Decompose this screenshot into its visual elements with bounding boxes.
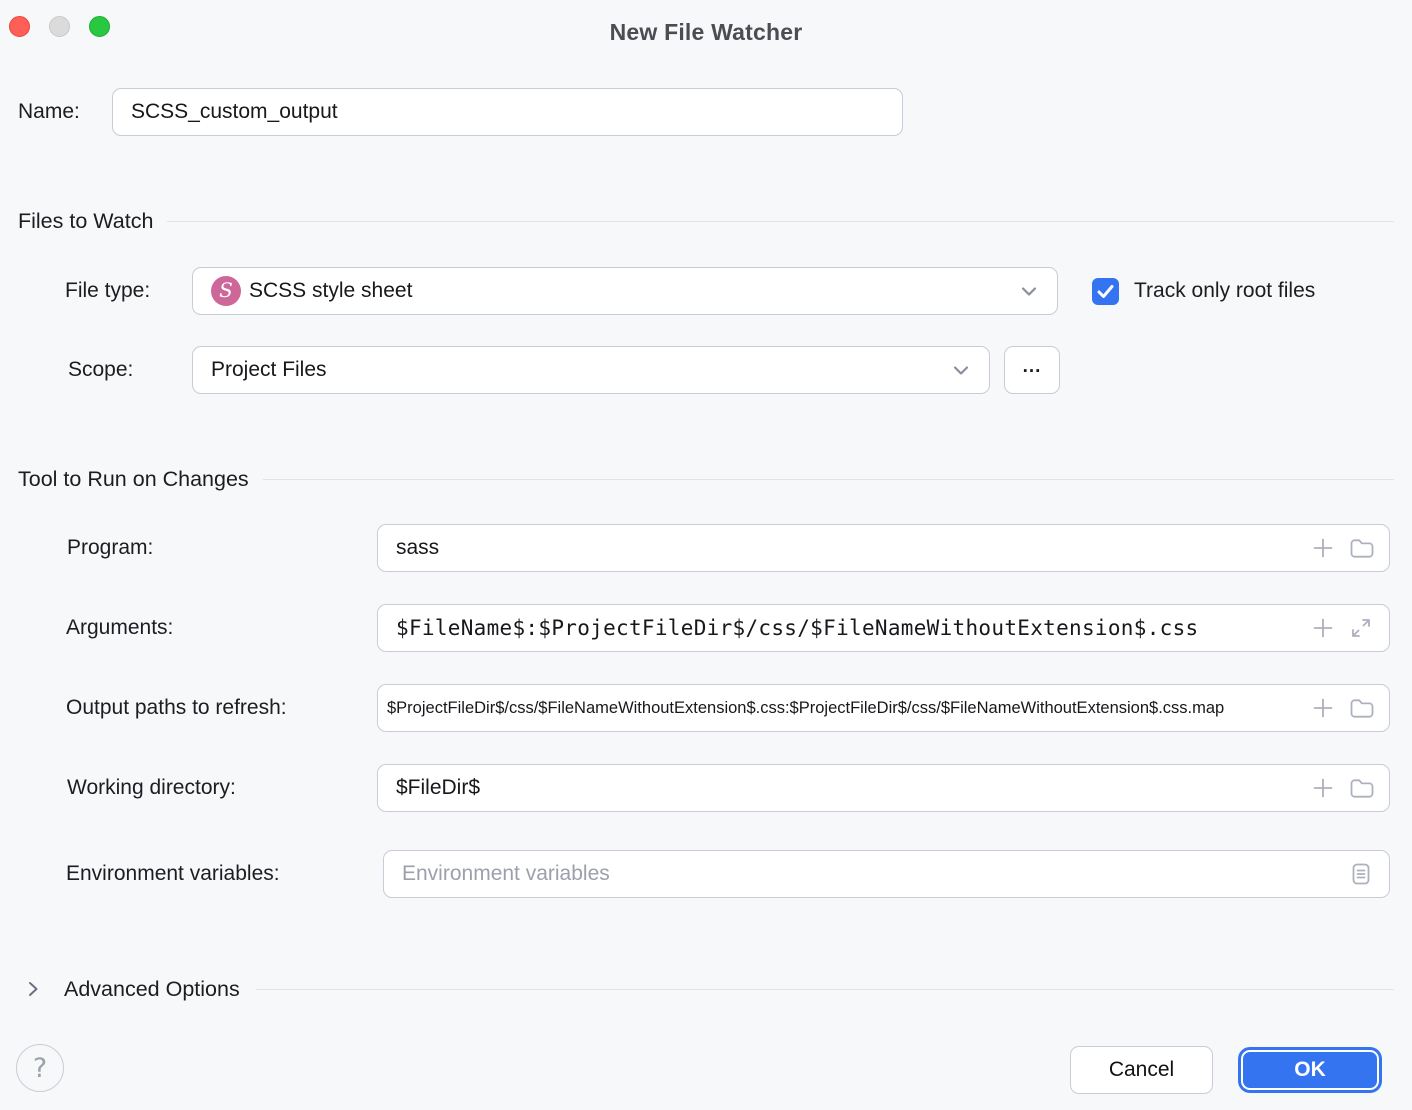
- cancel-button[interactable]: Cancel: [1070, 1046, 1213, 1094]
- arguments-input[interactable]: [396, 616, 1300, 640]
- close-window-button[interactable]: [9, 16, 30, 37]
- scope-select[interactable]: Project Files: [192, 346, 990, 394]
- output-paths-field: [377, 684, 1390, 732]
- output-paths-label: Output paths to refresh:: [66, 696, 287, 719]
- checkmark-icon: [1097, 284, 1114, 298]
- chevron-right-icon: [18, 974, 48, 1004]
- minimize-window-button[interactable]: [49, 16, 70, 37]
- folder-icon[interactable]: [1346, 773, 1376, 803]
- output-paths-input[interactable]: [387, 698, 1300, 718]
- working-directory-input[interactable]: [396, 776, 1300, 800]
- track-only-root-files-option: Track only root files: [1092, 267, 1315, 315]
- file-type-select[interactable]: SCSS style sheet: [192, 267, 1058, 315]
- list-icon[interactable]: [1346, 859, 1376, 889]
- arguments-field: [377, 604, 1390, 652]
- chevron-down-icon: [946, 355, 976, 385]
- track-only-root-files-label: Track only root files: [1134, 279, 1316, 302]
- environment-variables-input[interactable]: [402, 862, 1338, 886]
- ok-button[interactable]: OK: [1241, 1050, 1379, 1090]
- chevron-down-icon: [1014, 276, 1044, 306]
- scope-browse-button[interactable]: ...: [1004, 346, 1060, 394]
- folder-icon[interactable]: [1346, 693, 1376, 723]
- program-field: [377, 524, 1390, 572]
- name-label: Name:: [18, 100, 80, 123]
- scope-value: Project Files: [211, 358, 327, 381]
- file-type-label: File type:: [65, 279, 151, 302]
- advanced-options-label: Advanced Options: [64, 976, 240, 1001]
- arguments-label: Arguments:: [66, 616, 174, 639]
- track-only-root-files-checkbox[interactable]: [1092, 277, 1119, 305]
- window-title: New File Watcher: [609, 19, 803, 45]
- tool-to-run-section-header: Tool to Run on Changes: [18, 466, 1394, 492]
- environment-variables-label: Environment variables:: [66, 862, 280, 885]
- working-directory-label: Working directory:: [67, 776, 236, 799]
- scope-label: Scope:: [68, 358, 134, 381]
- folder-icon[interactable]: [1346, 533, 1376, 563]
- advanced-options-toggle[interactable]: Advanced Options: [18, 974, 1394, 1004]
- section-divider: [262, 478, 1394, 480]
- file-type-value: SCSS style sheet: [249, 279, 413, 302]
- section-divider: [255, 988, 1394, 990]
- files-to-watch-section-header: Files to Watch: [18, 208, 1394, 234]
- files-to-watch-title: Files to Watch: [18, 208, 154, 233]
- plus-icon[interactable]: [1308, 533, 1338, 563]
- expand-diagonal-icon[interactable]: [1346, 613, 1376, 643]
- program-input[interactable]: [396, 536, 1300, 560]
- plus-icon[interactable]: [1308, 693, 1338, 723]
- name-field: [112, 88, 903, 136]
- help-button[interactable]: ?: [16, 1044, 64, 1092]
- name-input[interactable]: [131, 100, 889, 124]
- plus-icon[interactable]: [1308, 773, 1338, 803]
- program-label: Program:: [67, 536, 154, 559]
- environment-variables-field: [383, 850, 1390, 898]
- zoom-window-button[interactable]: [89, 16, 110, 37]
- section-divider: [167, 220, 1394, 222]
- scss-file-icon: [211, 276, 241, 306]
- working-directory-field: [377, 764, 1390, 812]
- tool-to-run-title: Tool to Run on Changes: [18, 466, 249, 491]
- plus-icon[interactable]: [1308, 613, 1338, 643]
